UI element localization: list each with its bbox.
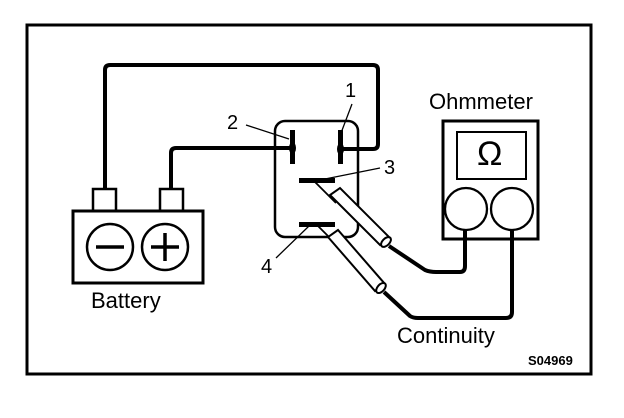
- relay-body: [273, 119, 360, 239]
- ohmmeter-label: Ohmmeter: [429, 89, 533, 114]
- terminal-label-2: 2: [227, 112, 239, 134]
- terminal-label-3: 3: [384, 157, 396, 179]
- battery-positive-circle: [140, 222, 190, 272]
- wire-battery-negative-to-terminal-1: [103, 63, 380, 190]
- ohmmeter: [441, 119, 540, 241]
- battery-negative-circle: [85, 222, 135, 272]
- terminal-label-4: 4: [261, 256, 273, 278]
- probe-upper: [313, 180, 392, 248]
- ohm-symbol-icon: Ω: [477, 135, 503, 173]
- figure-code: S04969: [528, 353, 573, 368]
- probe-lower-end: [375, 281, 387, 295]
- probe-upper-tip: [313, 180, 337, 204]
- battery-body: [71, 209, 205, 285]
- wire-battery-positive-to-terminal-2: [169, 146, 293, 190]
- terminal-1-node: [337, 143, 344, 155]
- terminal-label-1: 1: [345, 80, 357, 102]
- ohmmeter-jack-left: [443, 186, 489, 232]
- battery-terminal-positive: [158, 187, 185, 213]
- leader-line-4: [275, 225, 310, 259]
- battery-label: Battery: [91, 288, 161, 313]
- terminal-2-node: [289, 142, 296, 154]
- battery-terminal-negative: [91, 187, 118, 213]
- ohmmeter-jack-right: [489, 186, 535, 232]
- outer-frame: [25, 23, 593, 376]
- ohmmeter-display: [456, 131, 527, 180]
- lead-lower-to-ohmmeter: [382, 230, 514, 320]
- continuity-label: Continuity: [397, 323, 495, 348]
- leader-line-1: [340, 103, 353, 134]
- lead-upper-to-ohmmeter: [387, 230, 467, 274]
- relay-terminal-3: [299, 178, 335, 183]
- leader-line-2: [245, 124, 290, 140]
- battery: [71, 187, 205, 285]
- probe-upper-end: [380, 236, 392, 248]
- leader-line-3: [319, 167, 381, 181]
- probe-lower: [315, 223, 387, 295]
